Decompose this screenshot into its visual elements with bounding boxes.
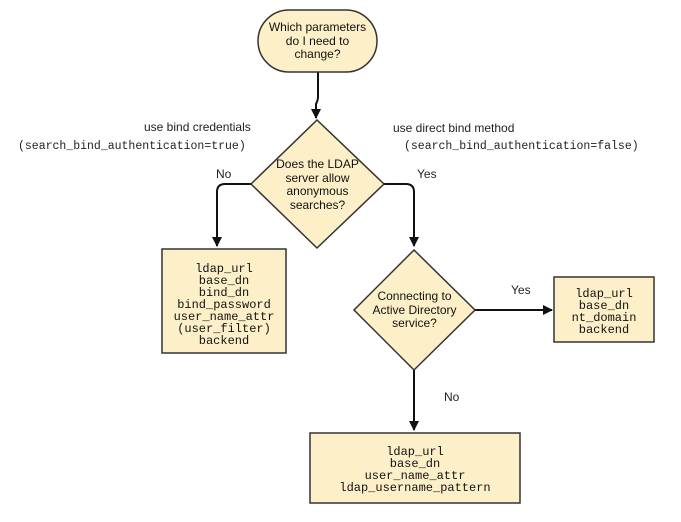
param-item: bind_dn — [198, 286, 250, 300]
param-item: user_name_attr — [173, 310, 275, 324]
edge-label-anonymous-yes: Yes — [417, 167, 437, 181]
start-line: Which parameters — [268, 20, 367, 34]
param-item: (user_filter) — [177, 322, 271, 336]
decision-anonymous-line: Does the LDAP — [276, 157, 359, 171]
decision-ad-line: service? — [392, 316, 437, 330]
box-direct-bind-node — [309, 432, 521, 504]
param-item: ldap_username_pattern — [339, 481, 491, 495]
decision-ad-node — [352, 248, 477, 372]
box-bind-credentials-node — [161, 248, 287, 354]
left-branch-setting: (search_bind_authentication=true) — [18, 140, 246, 153]
decision-ad-line: Active Directory — [372, 302, 457, 317]
box-active-directory-node — [553, 276, 655, 343]
param-item: backend — [198, 334, 250, 348]
decision-anonymous-line: searches? — [289, 197, 346, 212]
edge-anonymous-no — [212, 183, 251, 247]
param-item: bind_password — [177, 298, 271, 312]
edge-label-ad-yes: Yes — [511, 283, 531, 297]
param-item: base_dn — [198, 274, 250, 288]
decision-anonymous-line: anonymous — [286, 184, 349, 198]
decision-ad-line: Connecting to — [377, 289, 452, 303]
param-item: ldap_url — [386, 445, 444, 459]
decision-anonymous-text: Does the LDAP server allow anonymous sea… — [261, 157, 374, 212]
right-branch-setting: (search_bind_authentication=false) — [404, 140, 639, 153]
decision-anonymous-node — [249, 118, 386, 250]
box-direct-bind-text: ldap_url base_dn user_name_attr ldap_use… — [310, 446, 520, 494]
param-item: base_dn — [578, 299, 630, 313]
start-node — [257, 9, 378, 73]
start-line: do I need to — [285, 33, 350, 48]
param-item: user_name_attr — [364, 469, 466, 483]
param-item: nt_domain — [571, 311, 637, 325]
decision-anonymous-line: server allow — [285, 170, 350, 185]
param-item: ldap_url — [575, 287, 633, 301]
right-branch-title: use direct bind method — [393, 121, 515, 135]
param-item: base_dn — [389, 457, 441, 471]
decision-ad-text: Connecting to Active Directory service? — [354, 289, 475, 331]
param-item: backend — [578, 323, 630, 337]
start-line: change? — [294, 47, 341, 61]
edge-start-to-anonymous — [311, 72, 321, 119]
edge-anonymous-yes — [384, 183, 419, 247]
edge-label-anonymous-no: No — [216, 167, 232, 181]
param-item: ldap_url — [195, 262, 253, 276]
left-branch-title: use bind credentials — [144, 120, 251, 134]
start-text: Which parameters do I need to change? — [258, 20, 377, 62]
box-bind-credentials-text: ldap_url base_dn bind_dn bind_password u… — [162, 263, 286, 347]
box-active-directory-text: ldap_url base_dn nt_domain backend — [554, 288, 654, 336]
edge-label-ad-no: No — [444, 390, 460, 404]
